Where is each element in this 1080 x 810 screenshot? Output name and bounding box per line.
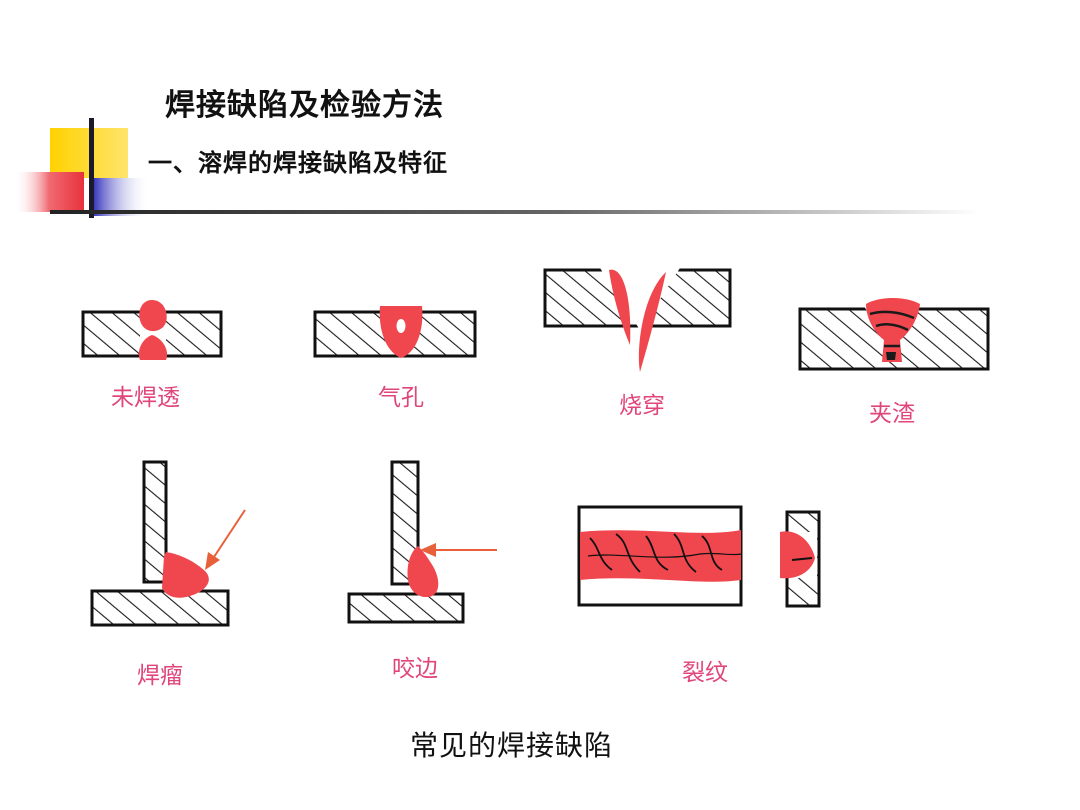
- defect-label: 未焊透: [111, 385, 180, 411]
- cracks-figure: [577, 505, 821, 608]
- section-subtitle: 一、溶焊的焊接缺陷及特征: [148, 149, 448, 177]
- page-title: 焊接缺陷及检验方法: [165, 88, 444, 123]
- porosity-figure: [313, 306, 477, 358]
- defect-label: 烧穿: [619, 393, 665, 419]
- vertical-bar: [89, 118, 94, 218]
- weld-overlap-figure: [90, 460, 246, 627]
- slag-inclusion-figure: [798, 298, 990, 371]
- defect-label: 裂纹: [682, 660, 728, 686]
- defect-label: 焊瘤: [137, 663, 183, 689]
- burn-through-figure: [543, 268, 732, 372]
- red-block: [14, 172, 84, 212]
- defect-label: 气孔: [378, 385, 424, 411]
- header-decoration: [14, 118, 980, 218]
- header-underline: [50, 210, 980, 214]
- figure-caption: 常见的焊接缺陷: [410, 729, 614, 762]
- defect-label: 咬边: [392, 656, 438, 682]
- lack-of-penetration-figure: [81, 300, 223, 360]
- undercut-figure: [347, 460, 497, 624]
- defect-label: 夹渣: [869, 401, 915, 427]
- blue-block: [92, 178, 150, 216]
